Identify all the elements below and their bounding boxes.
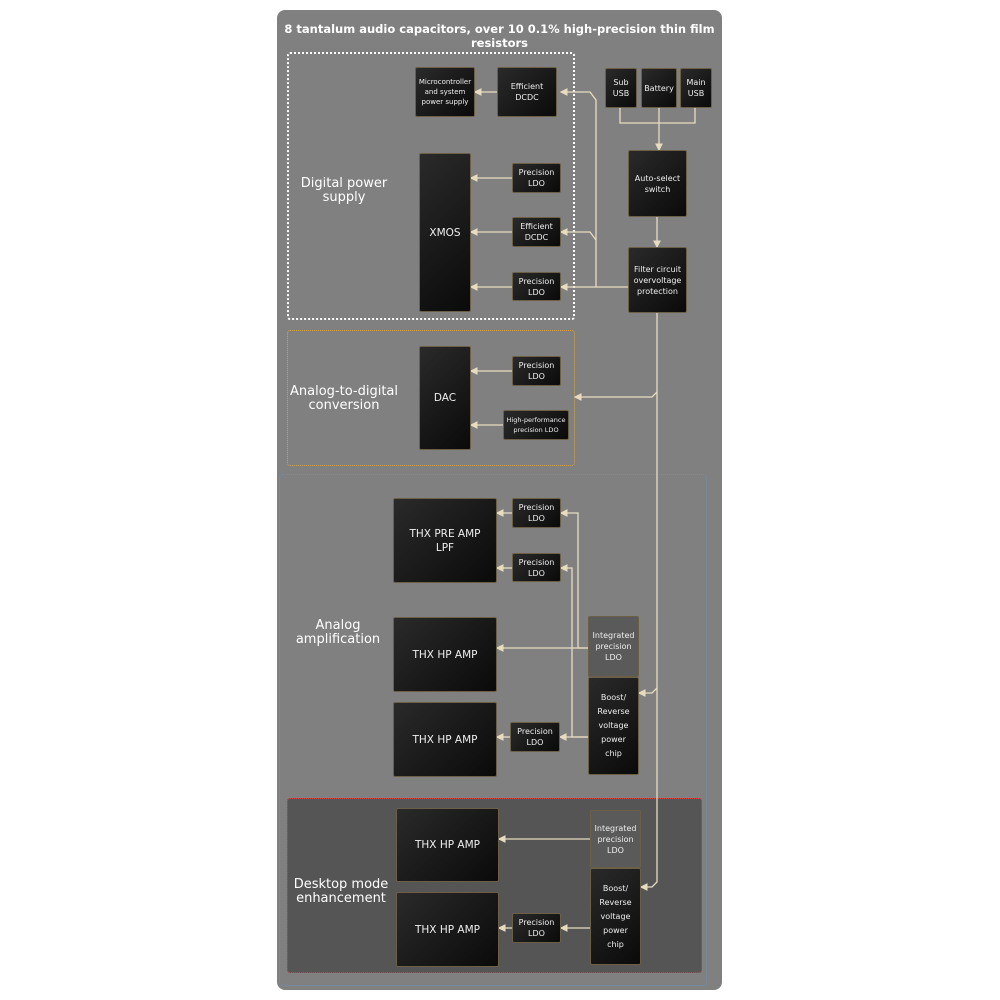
group-label-analog: Analog amplification — [295, 618, 381, 647]
precision-ldo-box: Precision LDO — [512, 553, 561, 582]
integrated-ldo-box: Integrated precision LDO — [588, 616, 639, 677]
thx-hp-amp-box: THX HP AMP — [393, 617, 497, 692]
mcu-power-box: Microcontroller and system power supply — [415, 67, 475, 117]
precision-ldo-box: Precision LDO — [512, 356, 561, 386]
group-label-adc: Analog-to-digital conversion — [290, 384, 398, 413]
group-analog — [279, 474, 707, 986]
high-performance-ldo-box: High-performance precision LDO — [503, 410, 569, 440]
diagram-title: 8 tantalum audio capacitors, over 10 0.1… — [284, 22, 715, 50]
dac-box: DAC — [419, 346, 471, 450]
precision-ldo-box: Precision LDO — [512, 498, 561, 528]
thx-preamp-box: THX PRE AMP LPF — [393, 498, 497, 583]
group-digital — [287, 52, 575, 320]
main-usb-box: Main USB — [680, 68, 712, 108]
thx-hp-amp-box: THX HP AMP — [396, 808, 499, 882]
precision-ldo-box: Precision LDO — [512, 163, 561, 193]
sub-usb-box: Sub USB — [605, 68, 637, 108]
precision-ldo-box: Precision LDO — [510, 722, 560, 752]
auto-select-switch-box: Auto-select switch — [628, 150, 687, 217]
thx-hp-amp-box: THX HP AMP — [396, 892, 499, 967]
efficient-dcdc-box: Efficient DCDC — [512, 217, 561, 247]
boost-reverse-chip-box: Boost/ Reverse voltage power chip — [588, 677, 639, 775]
efficient-dcdc-box: Efficient DCDC — [497, 67, 557, 117]
integrated-ldo-box: Integrated precision LDO — [590, 810, 641, 868]
xmos-box: XMOS — [419, 153, 471, 312]
boost-reverse-chip-box: Boost/ Reverse voltage power chip — [590, 868, 641, 965]
thx-hp-amp-box: THX HP AMP — [393, 702, 497, 777]
group-label-desktop: Desktop mode enhancement — [293, 877, 389, 906]
group-label-digital: Digital power supply — [300, 176, 388, 205]
precision-ldo-box: Precision LDO — [512, 272, 561, 301]
battery-box: Battery — [641, 68, 677, 108]
filter-protection-box: Filter circuit overvoltage protection — [628, 247, 687, 313]
precision-ldo-box: Precision LDO — [512, 913, 561, 943]
